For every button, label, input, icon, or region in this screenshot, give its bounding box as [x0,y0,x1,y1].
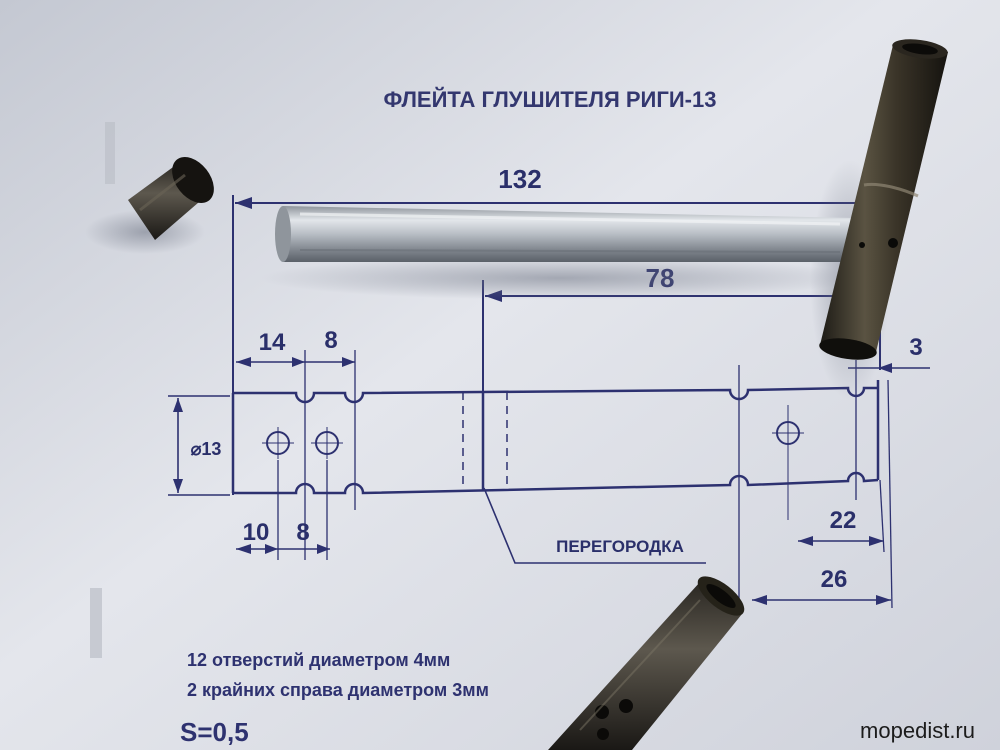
pencil-mark [105,122,115,184]
pipe-shadow [260,256,860,300]
dim-bottom-left-1: 10 [243,519,270,546]
dim-bottom-left-2: 8 [296,519,309,546]
note-thickness: S=0,5 [180,717,249,747]
watermark: mopedist.ru [860,718,975,743]
partition-label: ПЕРЕГОРОДКА [556,537,684,556]
drawing-title: ФЛЕЙТА ГЛУШИТЕЛЯ РИГИ-13 [384,87,717,112]
perforated-dark-tube [548,576,745,750]
dim-right-22: 22 [830,507,857,534]
note-holes-4mm: 12 отверстий диаметром 4мм [187,650,450,670]
dim-overall-length: 132 [498,164,541,194]
dim-right-end: 3 [909,334,922,361]
dim-diameter: ⌀13 [191,439,222,459]
dim-right-26: 26 [821,566,848,593]
dim-top-left-2: 8 [324,327,337,354]
short-dark-sleeve [128,156,214,240]
dim-top-left-1: 14 [259,329,286,356]
dark-t-tube [819,39,948,360]
pencil-mark [90,588,102,658]
silver-pipe [275,206,855,262]
note-holes-3mm: 2 крайних справа диаметром 3мм [187,680,489,700]
